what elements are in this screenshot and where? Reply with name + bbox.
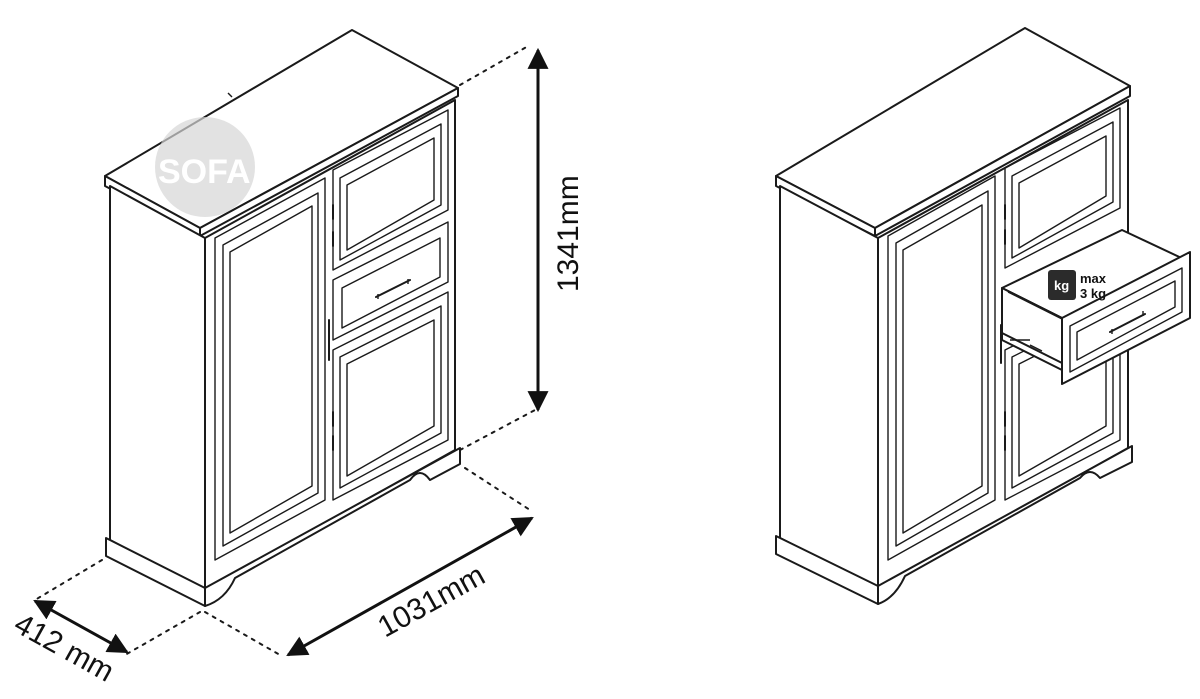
height-dimension: 1341mm [459, 44, 585, 451]
height-label: 1341mm [552, 175, 585, 292]
weight-icon: kg [1048, 270, 1076, 300]
depth-label: 412 mm [9, 607, 120, 688]
sofa-logo: SOFA [155, 117, 255, 217]
width-label: 1031mm [372, 559, 490, 644]
cabinet-open-drawer [775, 27, 1191, 605]
weight-icon-text: kg [1054, 278, 1069, 293]
max-label: max [1080, 271, 1107, 286]
width-arrow-icon [286, 516, 534, 657]
max-load-value: 3 kg [1080, 286, 1106, 301]
depth-arrow-icon [33, 599, 129, 654]
cabinet-closed [104, 29, 461, 607]
sofa-logo-text: SOFA [158, 153, 251, 191]
max-load-indicator: kg max 3 kg [1048, 270, 1107, 301]
